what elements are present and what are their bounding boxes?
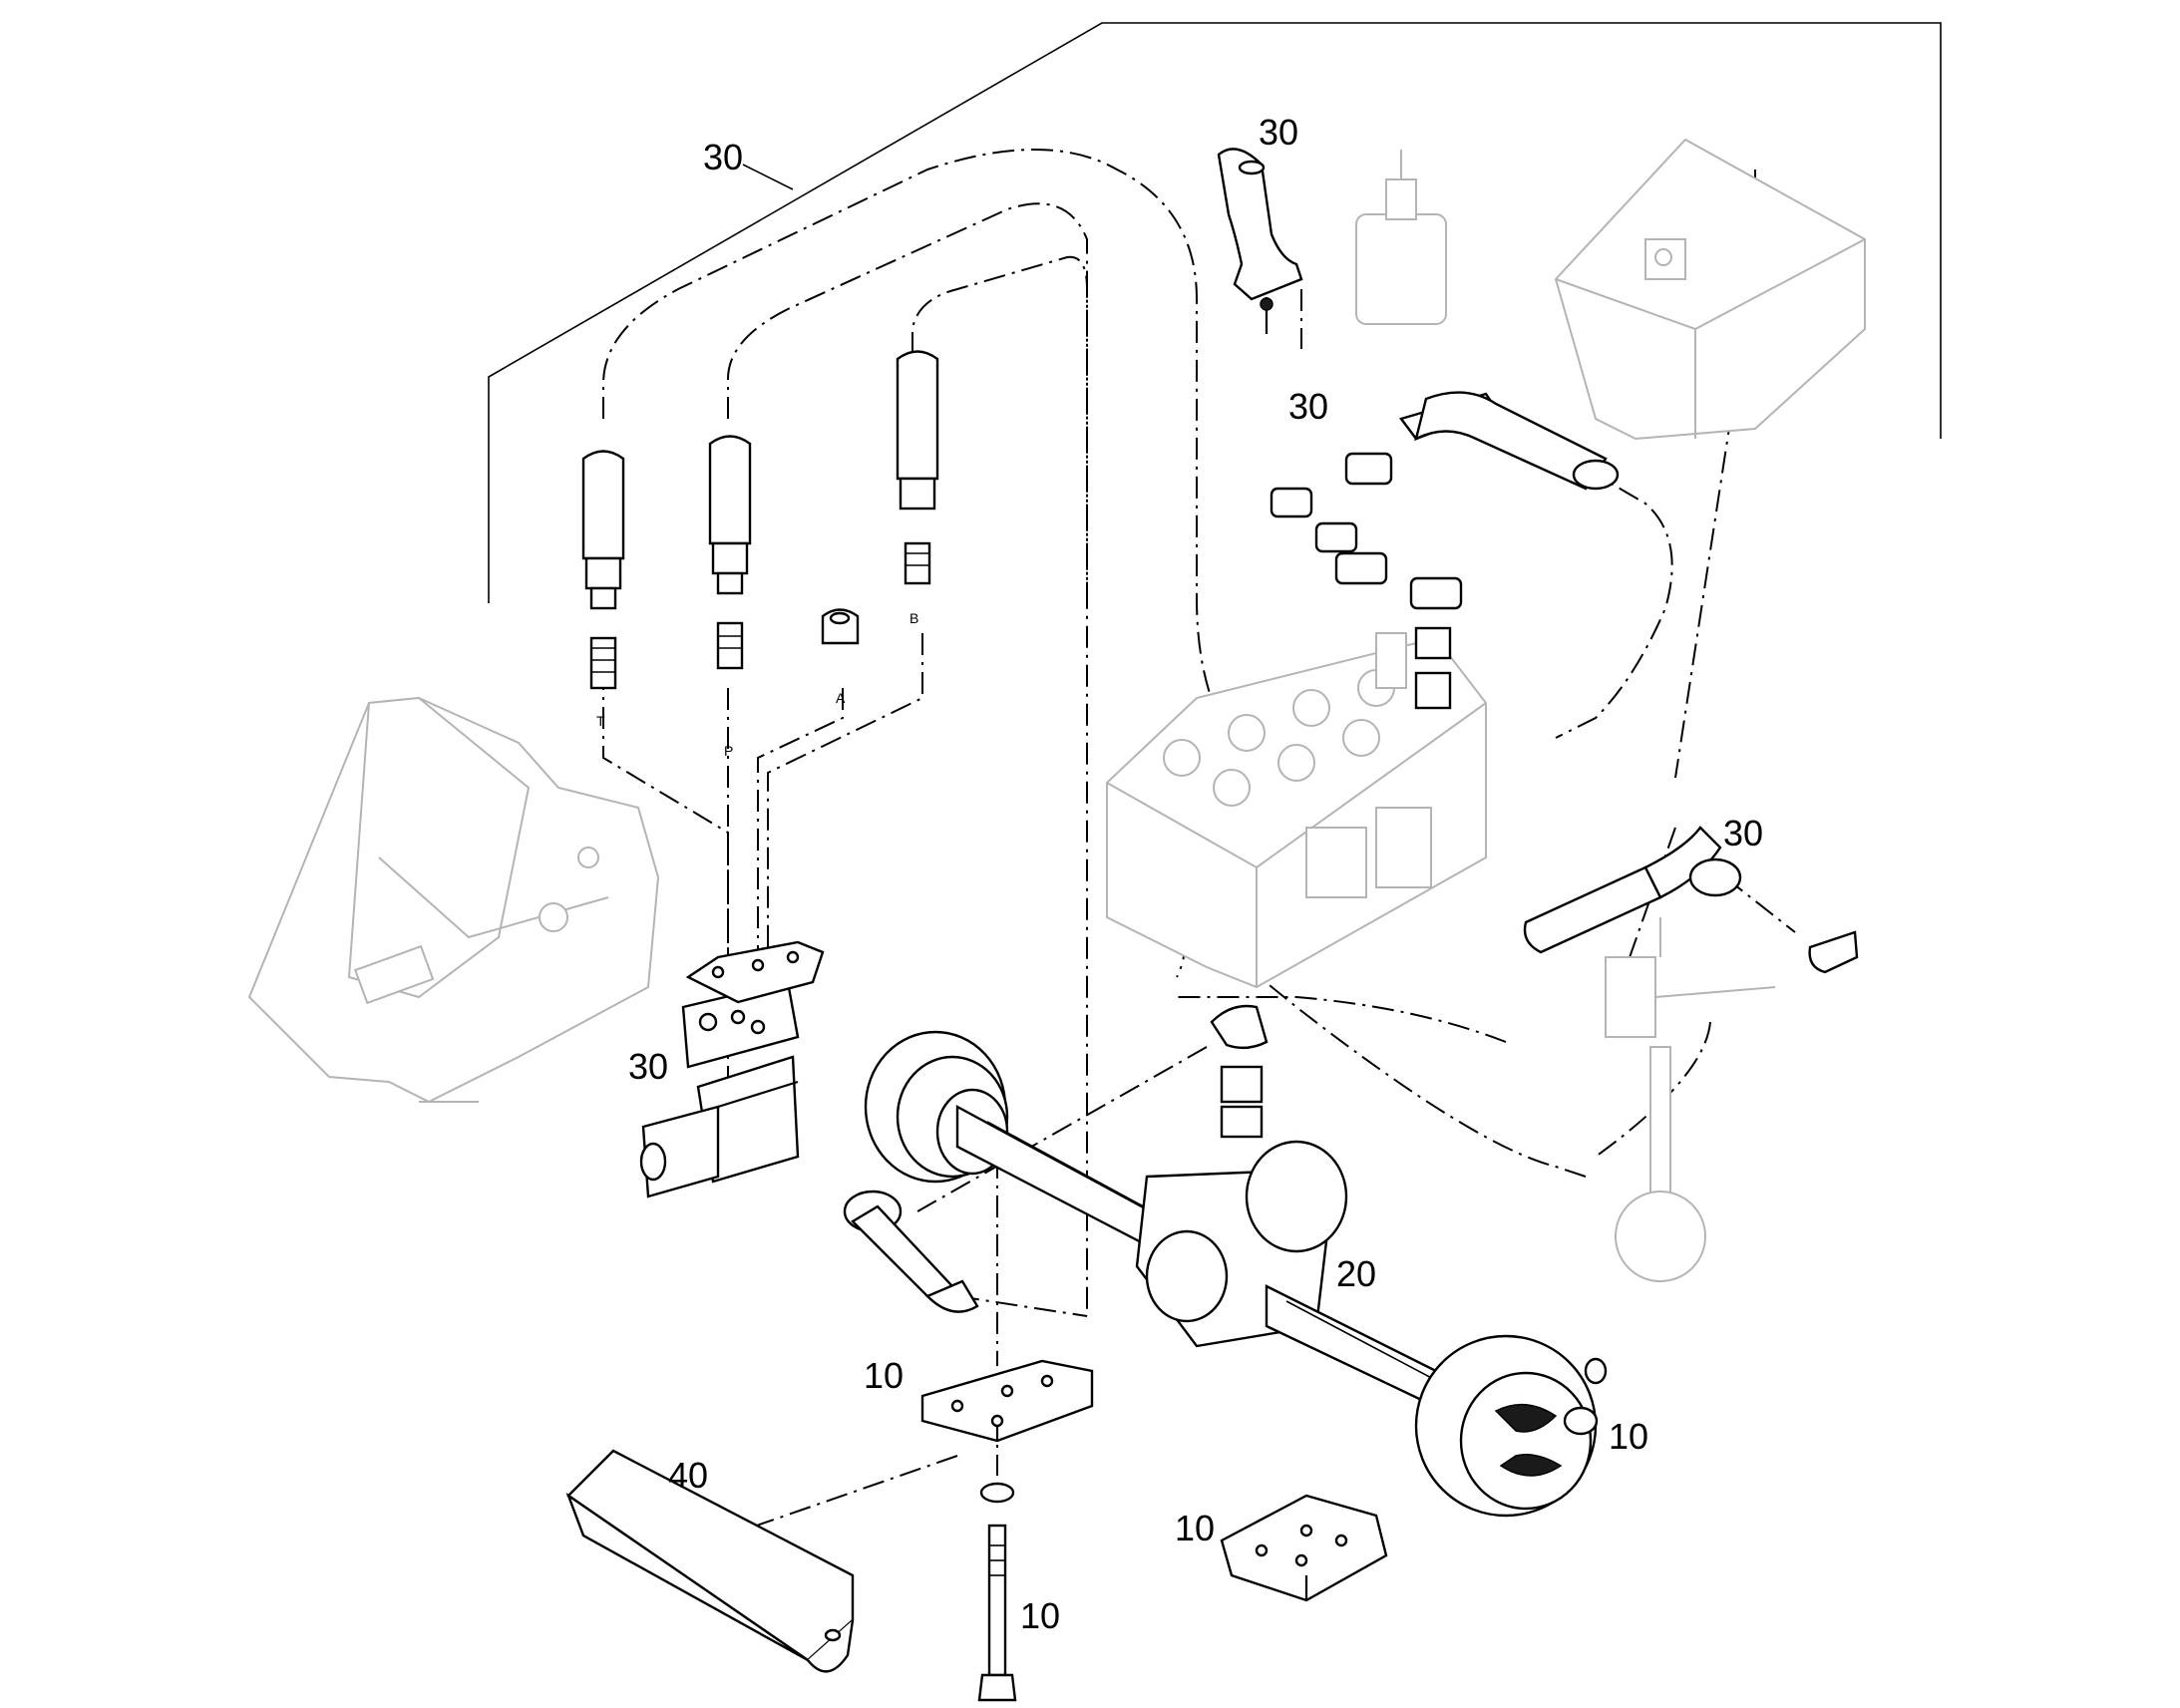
accumulator-ghost (1605, 917, 1776, 1282)
callout-10-block-right: 10 (1175, 1508, 1215, 1548)
callout-labels: 30 30 30 30 30 20 10 10 10 10 40 (628, 112, 1763, 1636)
port-t-label: T (596, 713, 605, 729)
callout-30-solenoid: 30 (628, 1046, 668, 1087)
callout-30-right-hose: 30 (1723, 813, 1763, 854)
callout-40-guard: 40 (668, 1455, 708, 1496)
callout-10-block-left: 10 (864, 1355, 904, 1396)
plug-a (821, 608, 860, 645)
callout-10-bolt: 10 (1020, 1595, 1060, 1636)
guard-bracket (565, 1449, 855, 1673)
pilot-pump-ghost (1355, 150, 1447, 325)
control-valve-block-ghost (1106, 632, 1487, 989)
group-bracket-30 (488, 22, 1942, 603)
hose-p (708, 435, 752, 670)
mounting-block-right (1220, 1494, 1388, 1602)
fitting-set-upper (1270, 391, 1620, 710)
callout-10-nut: 10 (1609, 1416, 1648, 1457)
port-a-label: A (836, 690, 846, 706)
solenoid-valve (639, 980, 800, 1198)
hose-right (1523, 826, 1859, 974)
callout-30-top-left: 30 (703, 137, 743, 177)
loader-frame-ghost (247, 696, 660, 1104)
callout-30-joystick: 30 (1259, 112, 1298, 153)
port-b-label: B (909, 610, 918, 626)
callout-20-axle: 20 (1336, 1253, 1376, 1294)
adapter-plate (685, 940, 825, 1004)
joystick (1217, 148, 1303, 334)
port-p-label: P (724, 743, 733, 759)
mounting-block-left (920, 1359, 1094, 1443)
hose-left-axle (843, 1190, 979, 1313)
cab-floor-ghost (1554, 138, 1866, 441)
port-labels: T P A B (596, 610, 918, 759)
hose-t (581, 450, 625, 690)
hose-b (896, 350, 939, 585)
callout-30-fittings: 30 (1288, 386, 1328, 427)
axle-assembly (864, 1004, 1608, 1518)
bolt-washer (977, 1482, 1017, 1702)
